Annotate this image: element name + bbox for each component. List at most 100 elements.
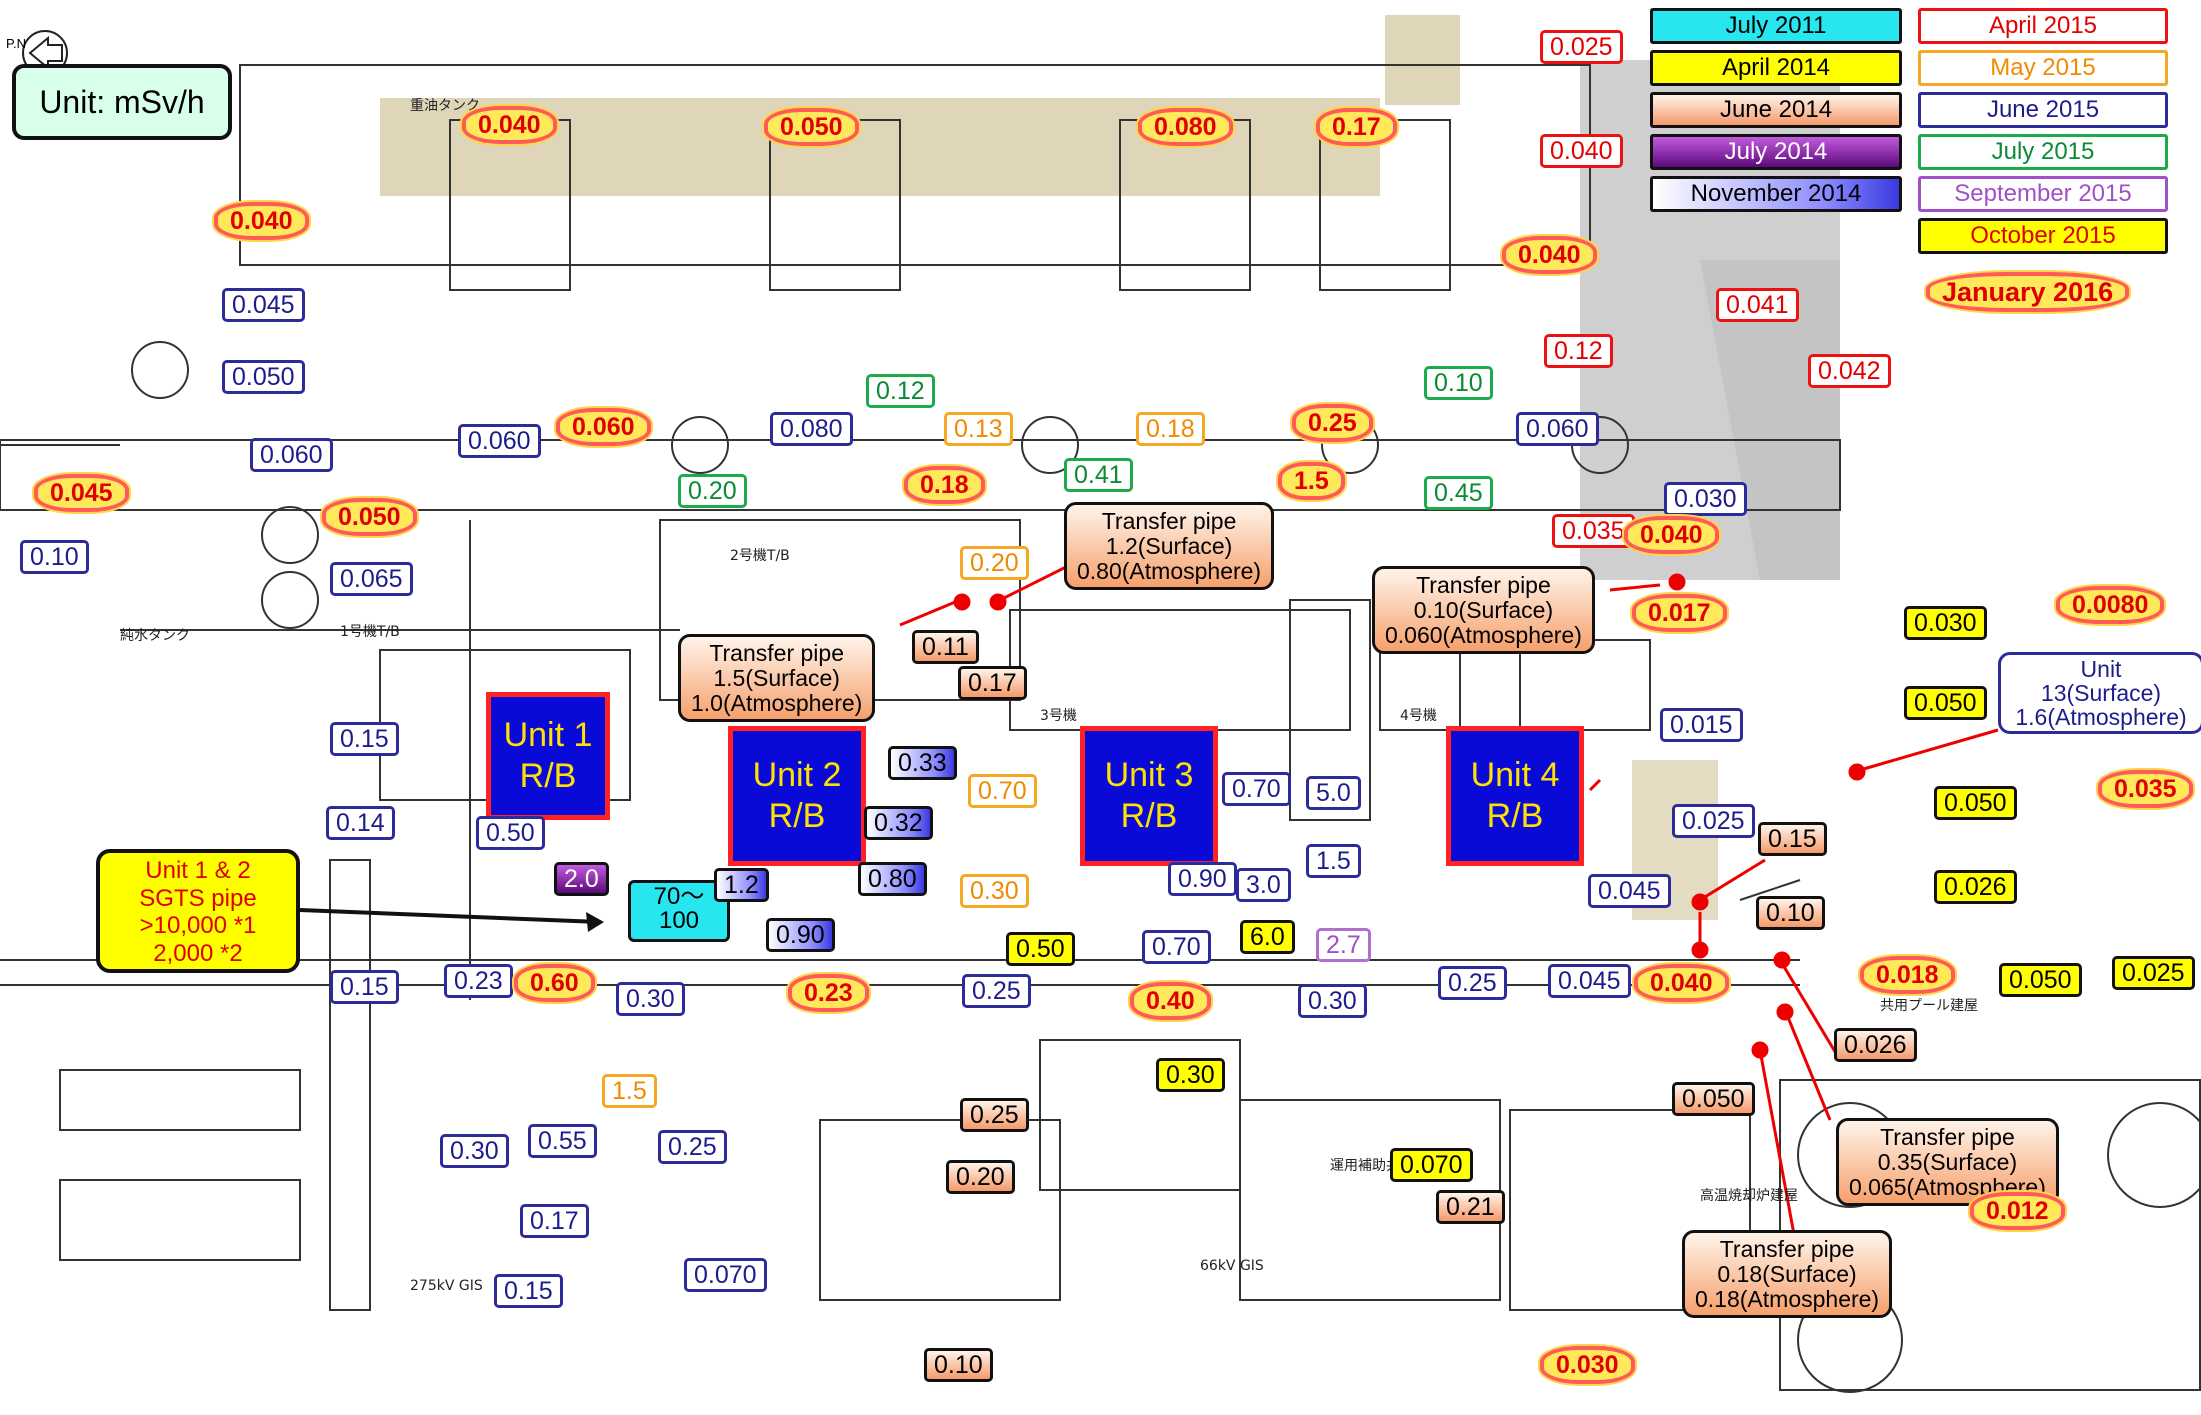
unit-1-reactor-building: Unit 1 R/B	[486, 692, 610, 820]
dose-reading: 0.040	[218, 206, 305, 237]
dose-reading: 0.30	[616, 982, 685, 1017]
map-label: 純水タンク	[120, 628, 190, 644]
sgts-pipe-callout: Unit 1 & 2 SGTS pipe >10,000 *1 2,000 *2	[96, 849, 300, 973]
dose-reading: 0.015	[1660, 708, 1743, 743]
dose-reading: 0.035	[2102, 774, 2189, 805]
dose-reading: 0.050	[222, 360, 305, 395]
dose-reading: 0.0080	[2060, 590, 2161, 621]
dose-reading: 0.15	[330, 722, 399, 757]
transfer-pipe-callout: Transfer pipe 0.18(Surface) 0.18(Atmosph…	[1682, 1230, 1893, 1319]
dose-reading: 0.065	[330, 562, 413, 597]
map-label: 重油タンク	[410, 98, 480, 114]
dose-reading: 0.041	[1716, 288, 1799, 323]
dose-reading: 0.050	[1672, 1082, 1755, 1117]
dose-reading: 0.25	[658, 1130, 727, 1165]
dose-reading: 0.21	[1436, 1190, 1505, 1225]
dose-reading: 0.080	[770, 412, 853, 447]
map-label: 1号機T/B	[340, 624, 400, 640]
map-label: 66kV GIS	[1200, 1258, 1264, 1274]
dose-reading: 0.70	[1142, 930, 1211, 965]
dose-reading: 0.45	[1424, 476, 1493, 511]
transfer-pipe-callout: Transfer pipe 1.5(Surface) 1.0(Atmospher…	[678, 634, 876, 723]
dose-reading: 0.026	[1834, 1028, 1917, 1063]
unit-3-reactor-building: Unit 3 R/B	[1080, 726, 1218, 866]
dose-reading: 0.045	[38, 478, 125, 509]
legend-september-2015: September 2015	[1918, 176, 2168, 212]
dose-reading: 0.11	[912, 630, 979, 665]
dose-reading: 0.90	[766, 918, 835, 953]
dose-reading: 2.7	[1316, 928, 1371, 963]
dose-reading: 0.080	[1142, 112, 1229, 143]
dose-reading: 0.10	[924, 1348, 993, 1383]
legend-july-2015: July 2015	[1918, 134, 2168, 170]
dose-reading: 0.040	[1506, 240, 1593, 271]
dose-reading: 0.050	[768, 112, 855, 143]
map-label: 2号機T/B	[730, 548, 790, 564]
dose-reading: 0.050	[1904, 686, 1987, 721]
dose-reading: 0.20	[960, 546, 1029, 581]
dose-reading: 0.050	[1934, 786, 2017, 821]
dose-reading: 0.17	[958, 666, 1027, 701]
dose-reading: 0.12	[1544, 334, 1613, 369]
sgts-arrowhead-icon	[586, 912, 604, 932]
map-label: 共用プール建屋	[1880, 998, 1978, 1014]
dose-reading: 0.90	[1168, 862, 1237, 897]
dose-reading: 0.50	[476, 816, 545, 851]
dose-reading: 0.25	[962, 974, 1031, 1009]
dose-reading: 0.20	[678, 474, 747, 509]
legend-january-2016: January 2016	[1930, 276, 2126, 309]
dose-reading: 6.0	[1240, 920, 1295, 955]
dose-reading: 0.30	[1298, 984, 1367, 1019]
shaded-area-pump	[1385, 15, 1460, 105]
dose-reading: 0.030	[1904, 606, 1987, 641]
dose-reading: 0.050	[1999, 963, 2082, 998]
pointer-arrows	[899, 558, 1999, 1241]
dose-reading: 0.040	[1540, 134, 1623, 169]
legend-april-2014: April 2014	[1650, 50, 1902, 86]
dose-reading: 0.30	[1156, 1058, 1225, 1093]
dose-reading: 0.030	[1544, 1350, 1631, 1381]
dose-reading: 1.2	[714, 868, 769, 903]
dose-reading: 0.012	[1974, 1196, 2061, 1227]
legend-november-2014: November 2014	[1650, 176, 1902, 212]
dose-reading: 0.17	[1320, 112, 1393, 143]
dose-reading: 0.12	[866, 374, 935, 409]
dose-reading: 0.060	[250, 438, 333, 473]
dose-reading: 0.50	[1006, 932, 1075, 967]
dose-reading: 0.045	[1548, 964, 1631, 999]
dose-reading: 3.0	[1236, 868, 1291, 903]
dose-reading: 0.040	[1628, 520, 1715, 551]
dose-reading: 0.10	[1756, 896, 1825, 931]
dose-reading: 0.55	[528, 1124, 597, 1159]
legend-july-2011: July 2011	[1650, 8, 1902, 44]
dose-reading: 0.25	[960, 1098, 1029, 1133]
dose-reading: 0.040	[466, 110, 553, 141]
dose-reading: 0.60	[518, 968, 591, 999]
dose-reading: 0.018	[1864, 960, 1951, 991]
dose-reading: 0.035	[1552, 514, 1635, 549]
dose-reading: 0.060	[1516, 412, 1599, 447]
legend-july-2014: July 2014	[1650, 134, 1902, 170]
dose-reading: 0.070	[684, 1258, 767, 1293]
dose-reading: 1.5	[1282, 466, 1341, 497]
dose-reading: 0.30	[440, 1134, 509, 1169]
transfer-pipe-callout: Transfer pipe 1.2(Surface) 0.80(Atmosphe…	[1064, 502, 1275, 591]
reading-july-2011: 70～ 100	[628, 880, 730, 942]
dose-reading: 0.70	[1222, 772, 1291, 807]
map-label: 高温焼却炉建屋	[1700, 1187, 1798, 1204]
legend-june-2015: June 2015	[1918, 92, 2168, 128]
shaded-area-yard	[1700, 260, 1840, 580]
dose-reading: 0.060	[560, 412, 647, 443]
dose-reading: 0.10	[20, 540, 89, 575]
unit-surface-atmosphere-callout: Unit 13(Surface) 1.6(Atmosphere)	[1998, 652, 2201, 734]
transfer-pipe-callout: Transfer pipe 0.10(Surface) 0.060(Atmosp…	[1372, 566, 1595, 655]
dose-reading: 0.10	[1424, 366, 1493, 401]
legend-june-2014: June 2014	[1650, 92, 1902, 128]
dose-reading: 0.025	[1672, 804, 1755, 839]
dose-reading: 0.80	[858, 862, 927, 897]
dose-reading: 2.0	[554, 862, 609, 897]
compass-label: P.N	[6, 36, 26, 51]
dose-reading: 0.040	[1638, 968, 1725, 999]
dose-reading: 0.045	[222, 288, 305, 323]
dose-reading: 0.70	[968, 774, 1037, 809]
